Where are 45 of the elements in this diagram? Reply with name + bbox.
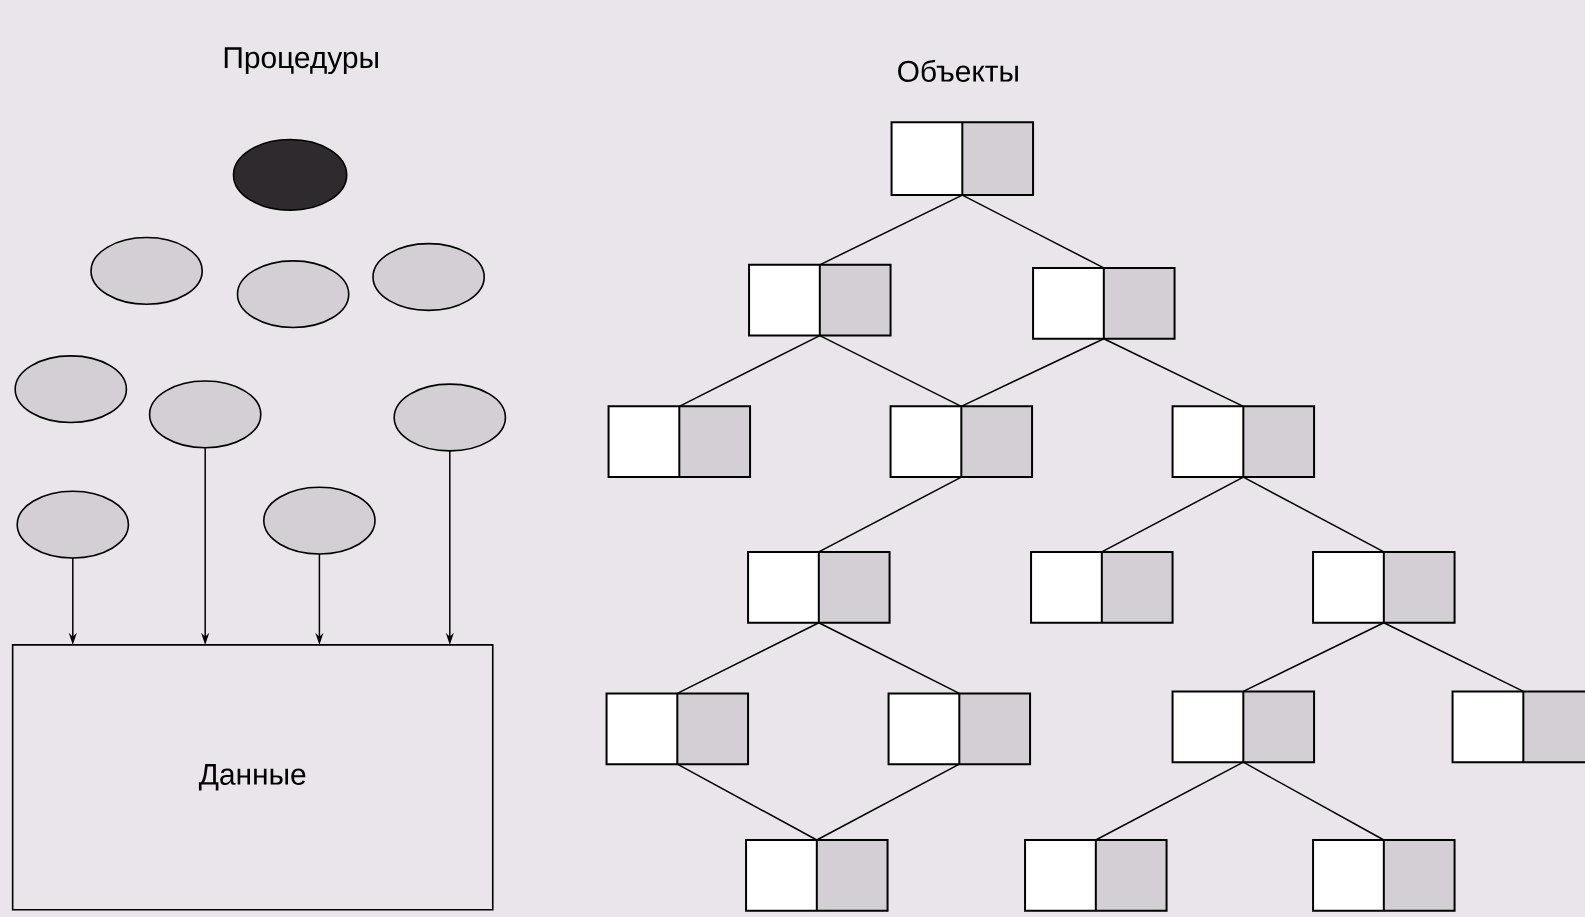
connector-line bbox=[816, 763, 961, 841]
connector-line bbox=[676, 763, 818, 841]
connector-line bbox=[676, 621, 820, 695]
connector-line bbox=[1095, 761, 1245, 841]
object-box bbox=[887, 692, 1032, 766]
object-box bbox=[1171, 405, 1316, 479]
connector-line bbox=[678, 334, 821, 408]
connector-line bbox=[1383, 621, 1525, 693]
ellipse bbox=[90, 236, 203, 306]
object-box bbox=[1312, 839, 1456, 912]
heading: Процедуры bbox=[224, 47, 378, 75]
object-box bbox=[1024, 839, 1168, 912]
object-box bbox=[605, 692, 750, 766]
object-box bbox=[1312, 550, 1456, 624]
ellipse bbox=[16, 490, 130, 559]
data-box: Данные bbox=[11, 644, 494, 911]
ellipse bbox=[14, 355, 128, 424]
connector-line bbox=[1242, 476, 1385, 553]
object-box bbox=[748, 263, 892, 337]
ellipse bbox=[232, 138, 348, 212]
object-box bbox=[1451, 690, 1585, 764]
connector-line bbox=[960, 337, 1105, 408]
connector-line bbox=[818, 621, 961, 695]
ellipse bbox=[148, 380, 262, 449]
connector-line bbox=[819, 194, 964, 266]
object-box bbox=[747, 550, 891, 624]
connector-line bbox=[819, 334, 963, 408]
heading: Объекты bbox=[898, 59, 1018, 82]
object-box bbox=[889, 405, 1034, 479]
object-box bbox=[1171, 690, 1316, 764]
object-box bbox=[1030, 550, 1174, 624]
ellipse bbox=[372, 242, 485, 312]
connector-line bbox=[1103, 337, 1245, 408]
object-box bbox=[890, 121, 1035, 197]
connector-line bbox=[961, 194, 1105, 269]
connector-line bbox=[1101, 476, 1245, 553]
ellipse bbox=[393, 383, 507, 452]
connector-line bbox=[818, 476, 963, 553]
object-box bbox=[607, 405, 752, 479]
object-box bbox=[1032, 266, 1176, 340]
object-box bbox=[745, 839, 889, 912]
ellipse bbox=[236, 260, 350, 329]
ellipse bbox=[263, 486, 376, 555]
connector-line bbox=[1242, 761, 1385, 841]
connector-line bbox=[1242, 621, 1385, 693]
